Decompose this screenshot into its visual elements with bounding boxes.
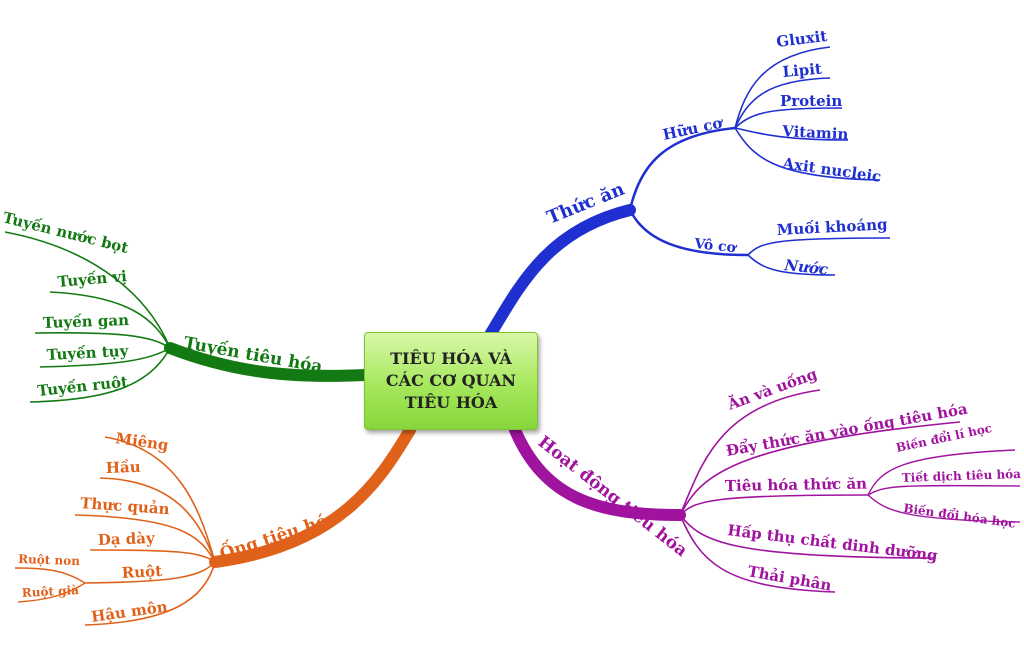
- label-thuc-quan: Thực quản: [80, 494, 170, 518]
- label-da-day: Dạ dày: [98, 529, 157, 549]
- connector-ong-mieng: [104, 436, 216, 563]
- connector-huu-co-lipit: [734, 77, 831, 129]
- label-hau: Hầu: [106, 458, 141, 477]
- label-ong-tieu-hoa: Ống tiêu hóa: [216, 505, 340, 565]
- central-topic-box: TIÊU HÓA VÀ CÁC CƠ QUAN TIÊU HÓA: [364, 332, 538, 430]
- label-mieng: Miệng: [114, 429, 170, 454]
- label-hap-thu: Hấp thụ chất dinh dưỡng: [727, 521, 940, 565]
- label-nuoc: Nước: [783, 256, 829, 279]
- connector-vo-co-nuoc: [747, 254, 836, 276]
- connector-huu-co-gluxit: [734, 46, 831, 129]
- label-ruot-gia: Ruột già: [21, 583, 79, 600]
- label-gluxit: Gluxit: [775, 27, 828, 51]
- label-tuyen-vi: Tuyến vị: [57, 267, 128, 291]
- connector-thuc-an-vo-co: [628, 209, 749, 257]
- branch-thuc-an: [484, 46, 891, 341]
- connector-center-hoat-dong: [509, 424, 686, 521]
- connector-ong-ruot: [84, 561, 216, 584]
- central-topic-line-3: TIÊU HÓA: [404, 393, 498, 412]
- label-tuyen-ruot: Tuyến ruột: [37, 373, 129, 400]
- connector-vo-co-muoi: [747, 237, 891, 256]
- connector-hd-hap-thu: [679, 514, 936, 559]
- connector-tuyen-tuy: [39, 347, 171, 368]
- connector-center-thuc-an: [484, 204, 636, 341]
- connector-tuyen-nuoc-bot: [4, 231, 171, 349]
- connector-tuyen-ruot: [29, 347, 171, 403]
- connector-ong-da-day: [89, 549, 216, 563]
- central-topic-line-2: CÁC CƠ QUAN: [385, 371, 517, 390]
- connector-hd-tieu-hoa: [679, 494, 869, 516]
- connector-huu-co-axit: [734, 127, 881, 181]
- label-day-thuc-an: Đẩy thức ăn vào ống tiêu hóa: [725, 400, 970, 460]
- connector-ruot-non: [14, 567, 86, 584]
- label-protein: Protein: [780, 92, 842, 110]
- branch-ong-tieu-hoa: [14, 424, 416, 626]
- connector-huu-co-protein: [734, 107, 843, 129]
- connector-hd-an-uong: [679, 389, 821, 516]
- label-tuyen-gan: Tuyến gan: [43, 311, 130, 332]
- label-thai-phan: Thải phân: [746, 562, 833, 594]
- connector-th-tiet-dich: [867, 484, 1021, 496]
- connector-th-bien-doi-hoa: [867, 494, 1021, 523]
- connector-center-ong: [209, 424, 416, 568]
- label-tieu-hoa-thuc-an: Tiêu hóa thức ăn: [725, 475, 867, 495]
- label-an-va-uong: Ăn và uống: [724, 365, 820, 414]
- connector-thuc-an-huu-co: [628, 126, 736, 211]
- connector-th-bien-doi-li: [867, 449, 1016, 496]
- connector-ong-hau: [99, 477, 216, 563]
- connector-hd-thai-phan: [679, 514, 836, 593]
- label-vo-co: Vô cơ: [693, 236, 739, 257]
- connector-ruot-gia: [17, 582, 86, 603]
- label-lipit: Lipit: [782, 60, 823, 81]
- connector-center-tuyen: [164, 342, 371, 382]
- connector-huu-co-vitamin: [734, 127, 849, 141]
- central-topic-line-1: TIÊU HÓA VÀ: [390, 349, 512, 368]
- branch-tuyen-tieu-hoa: [4, 231, 371, 403]
- label-huu-co: Hữu cơ: [661, 113, 726, 144]
- connector-tuyen-gan: [34, 332, 171, 349]
- label-tuyen-tuy: Tuyến tụy: [46, 342, 130, 364]
- connector-tuyen-vi: [49, 291, 171, 349]
- connector-ong-hau-mon: [84, 561, 216, 626]
- label-axit-nucleic: Axit nucleic: [780, 154, 882, 186]
- label-bien-doi-hoa-hoc: Biến đổi hóa học: [903, 500, 1017, 531]
- connector-ong-thuc-quan: [74, 514, 216, 563]
- label-hoat-dong-tieu-hoa: Hoạt động tiêu hóa: [534, 432, 691, 561]
- label-tiet-dich: Tiết dịch tiêu hóa: [902, 466, 1022, 485]
- label-vitamin: Vitamin: [781, 122, 849, 143]
- connector-hd-day: [679, 421, 961, 516]
- label-muoi-khoang: Muối khoáng: [776, 215, 888, 239]
- label-ruot: Ruột: [121, 562, 162, 582]
- branch-hoat-dong: [509, 389, 1021, 593]
- label-ruot-non: Ruột non: [18, 552, 81, 568]
